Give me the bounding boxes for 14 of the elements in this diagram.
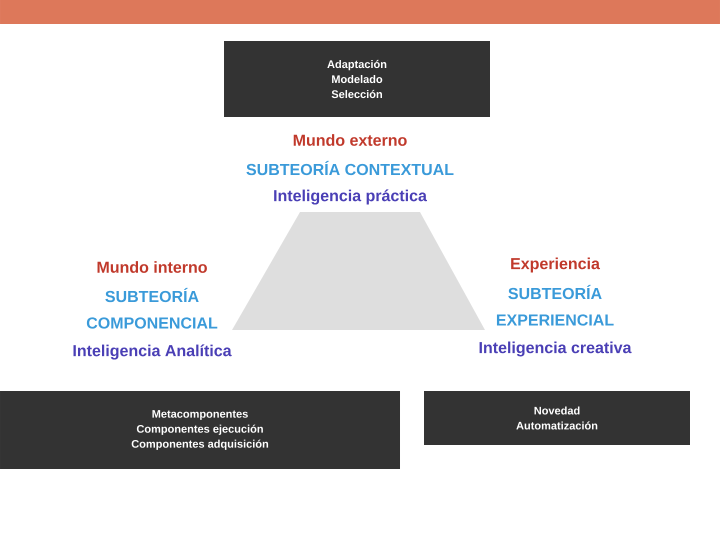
label-text: SUBTEORÍA — [105, 288, 199, 302]
label-text: COMPONENCIAL — [86, 317, 218, 329]
label-text: EXPERIENCIAL — [496, 314, 614, 326]
text-box: Metacomponentes Componentes ejecución Componentes adquisición — [0, 391, 400, 469]
text-box: Adaptación Modelado Selección — [224, 41, 490, 117]
label-text: Mundo externo — [294, 134, 407, 146]
label-text: Experiencia — [511, 258, 600, 272]
label-text: Inteligencia Analítica — [74, 344, 232, 360]
text-box: Novedad Automatización — [424, 391, 690, 445]
label-text: SUBTEORÍA — [508, 284, 602, 300]
label-text: Inteligencia creativa — [480, 342, 632, 356]
label-text: Mundo interno — [98, 261, 207, 273]
label-text: Inteligencia práctica — [274, 189, 428, 205]
label-text: SUBTEORÍA CONTEXTUAL — [246, 160, 454, 176]
